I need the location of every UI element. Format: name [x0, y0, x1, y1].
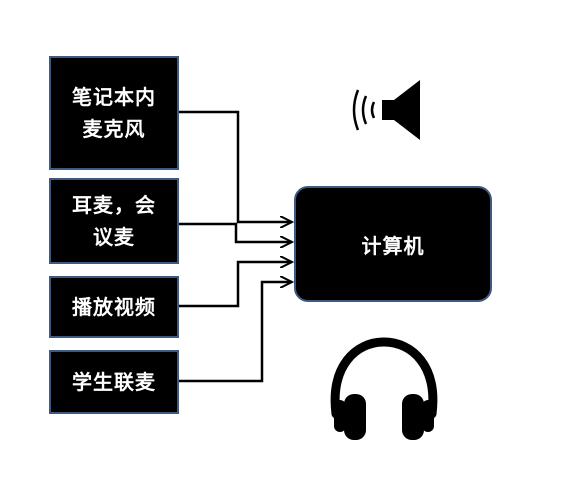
source-laptop-mic: 笔记本内麦克风 — [49, 56, 179, 170]
source-headset-conf-mic-label: 耳麦，会议麦 — [72, 193, 156, 249]
connector-headset — [179, 222, 292, 242]
source-video-playback: 播放视频 — [49, 276, 179, 338]
connector-laptop-mic — [179, 110, 292, 222]
computer-label: 计算机 — [361, 233, 425, 258]
source-laptop-mic-label: 笔记本内麦克风 — [72, 85, 156, 141]
connector-video — [179, 262, 292, 308]
computer-node: 计算机 — [294, 186, 492, 302]
source-student-mic-label: 学生联麦 — [72, 370, 156, 394]
headphones-icon — [330, 337, 438, 440]
source-headset-conf-mic: 耳麦，会议麦 — [49, 178, 179, 264]
speaker-icon — [352, 80, 420, 140]
source-video-playback-label: 播放视频 — [72, 295, 156, 319]
connector-student — [179, 282, 292, 383]
source-student-mic: 学生联麦 — [49, 350, 179, 414]
